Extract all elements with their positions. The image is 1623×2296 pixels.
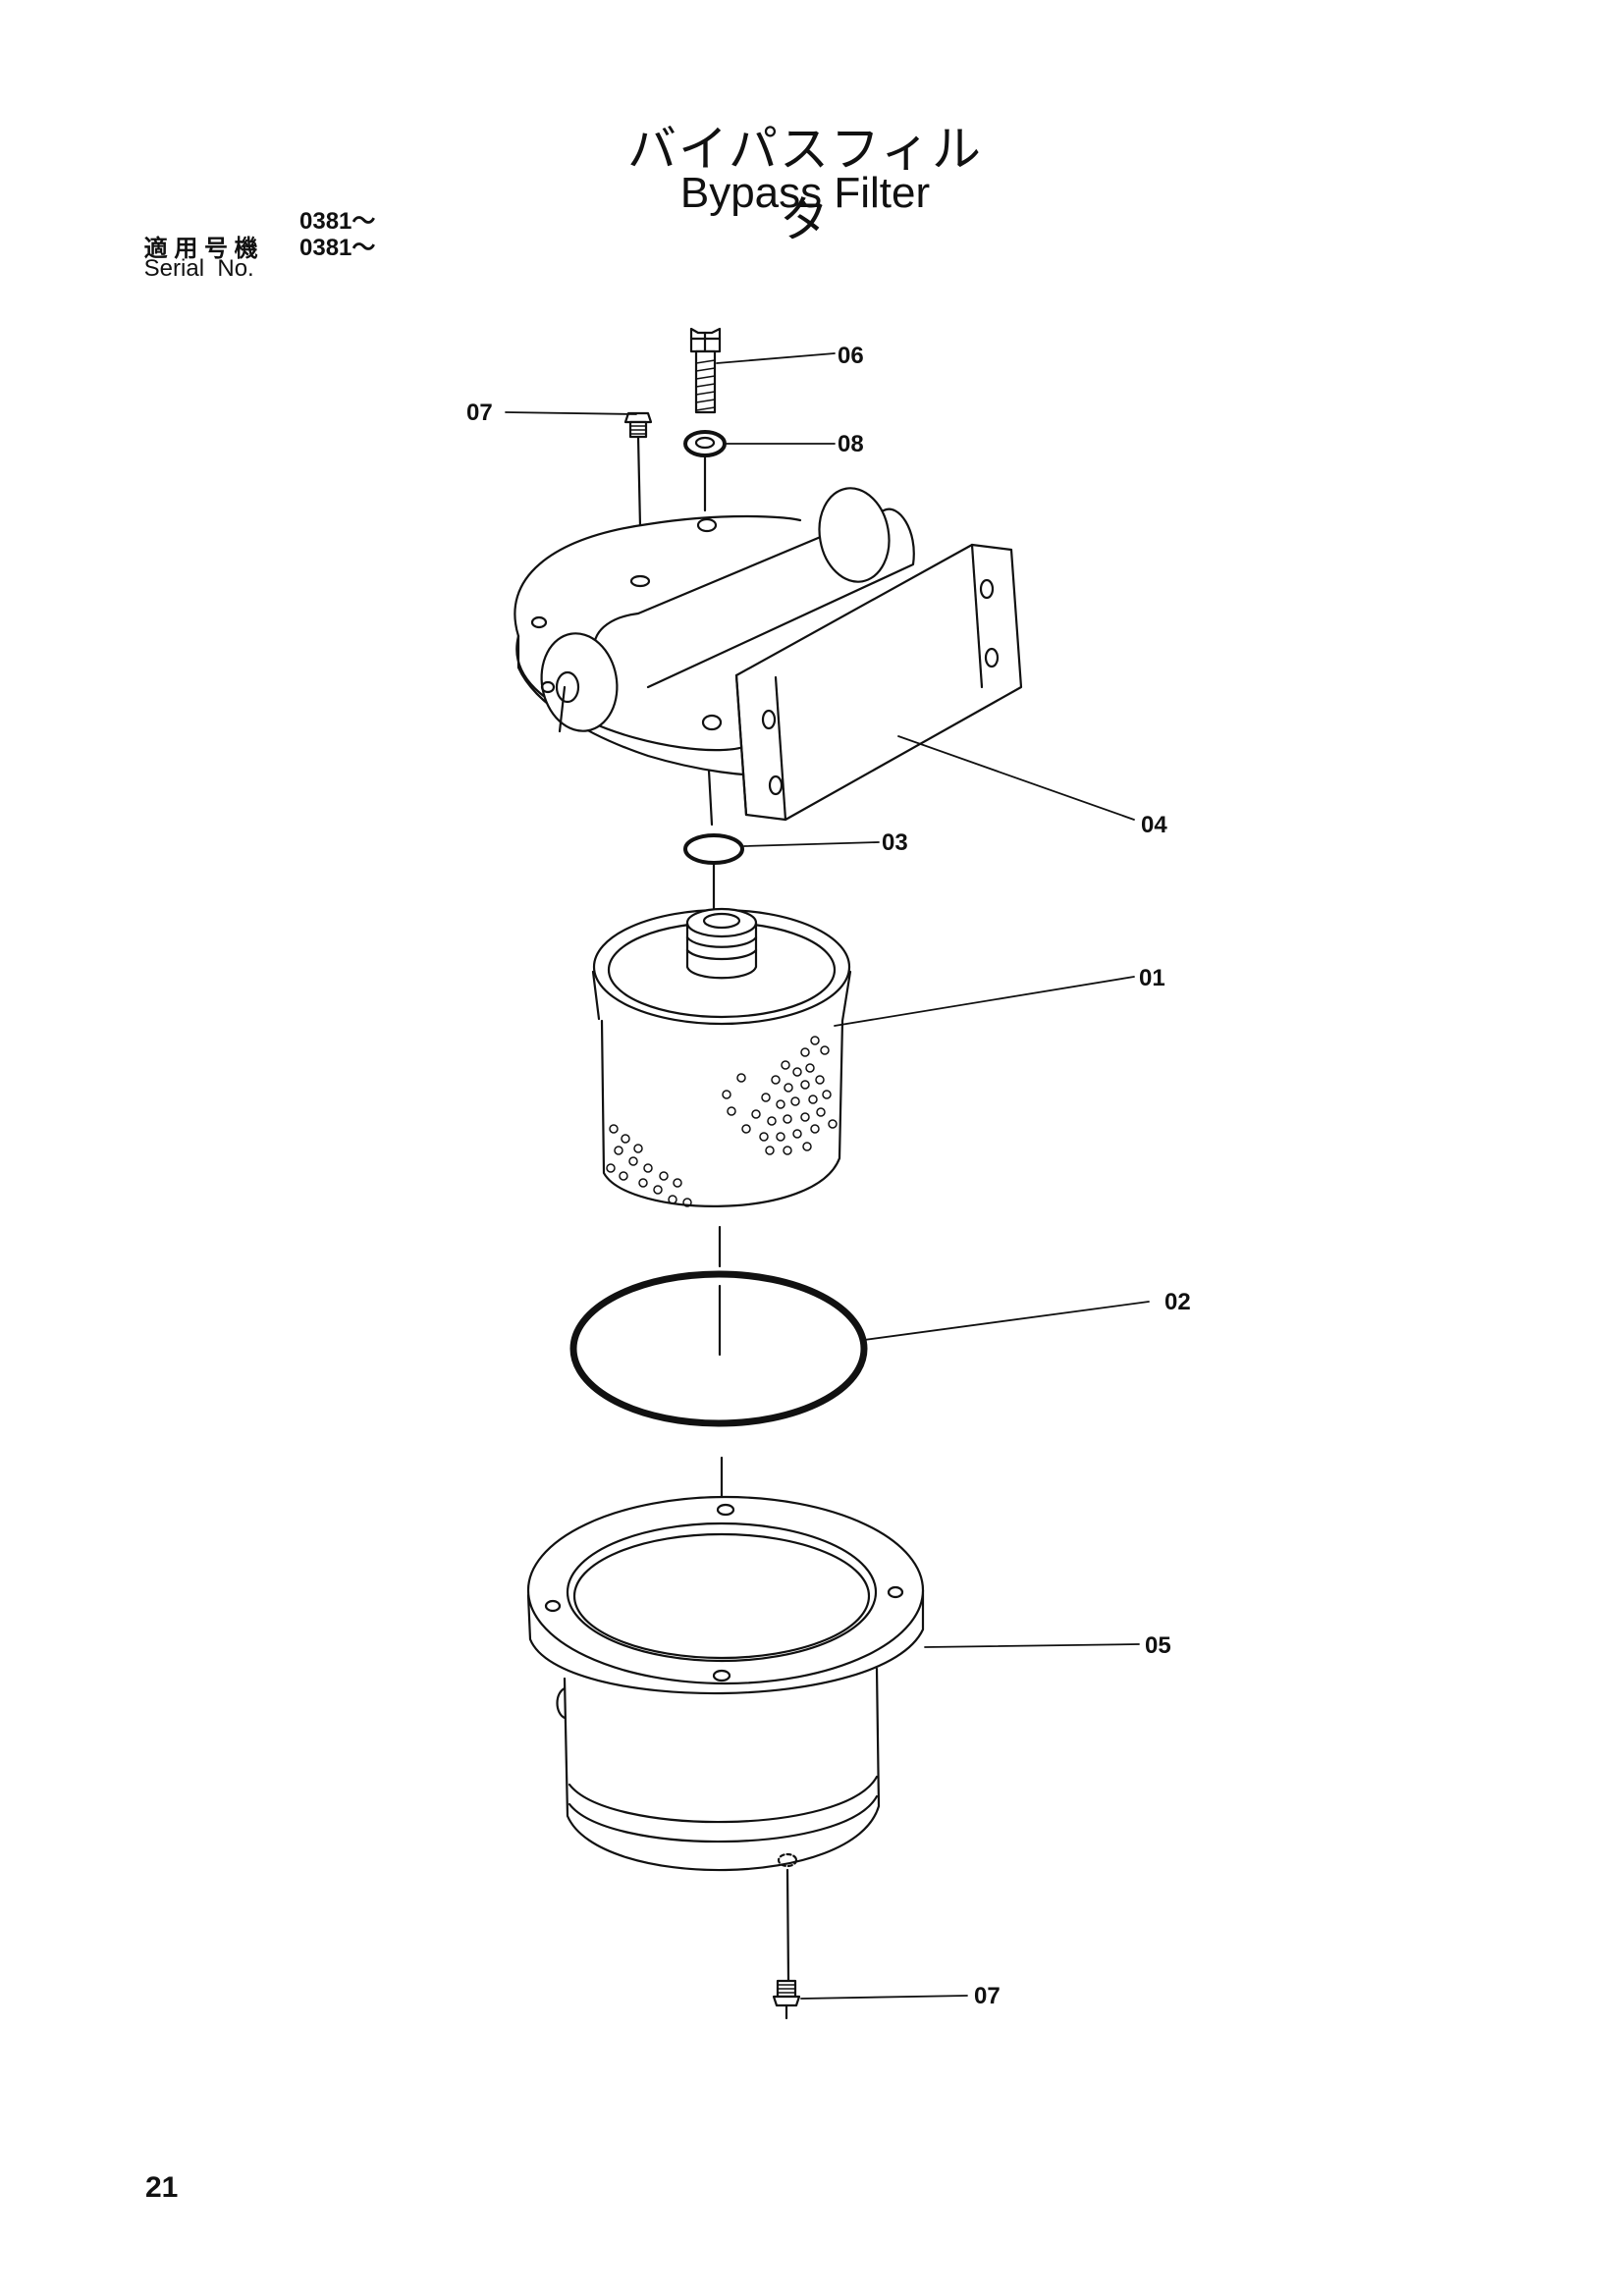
callout-05: 05	[1145, 1632, 1171, 1659]
serial-value-english: 0381～	[299, 235, 376, 261]
bolt-part-06	[689, 327, 722, 414]
serial-label-japanese: 適 用 号 機	[143, 236, 258, 262]
callout-06: 06	[838, 343, 864, 369]
o-ring-part-03	[683, 833, 744, 865]
o-ring-part-02	[569, 1270, 868, 1427]
plug-part-07-lower	[772, 1979, 801, 2020]
callout-08: 08	[838, 431, 864, 457]
serial-line-english: Serial No. 0381～	[118, 228, 376, 338]
plug-part-07-upper	[623, 411, 653, 439]
serial-line-japanese: 適 用 号 機 0381～	[118, 201, 376, 318]
serial-value-japanese: 0381～	[299, 208, 376, 235]
page-title-japanese: バイパスフィルタ	[627, 121, 983, 248]
filter-element-part-01	[591, 907, 852, 1207]
page-title-english: Bypass Filter	[679, 169, 931, 217]
callout-07-lower: 07	[974, 1983, 1001, 2009]
callout-02: 02	[1164, 1289, 1191, 1315]
filter-case-part-05	[526, 1495, 925, 1872]
callout-04: 04	[1141, 812, 1167, 838]
filter-head-part-04	[514, 487, 1023, 822]
callout-07-upper: 07	[466, 400, 493, 426]
callout-01: 01	[1139, 965, 1165, 991]
callout-03: 03	[882, 829, 908, 856]
serial-label-english: Serial No.	[143, 255, 254, 282]
page-number: 21	[145, 2171, 179, 2204]
washer-part-08	[683, 430, 727, 457]
